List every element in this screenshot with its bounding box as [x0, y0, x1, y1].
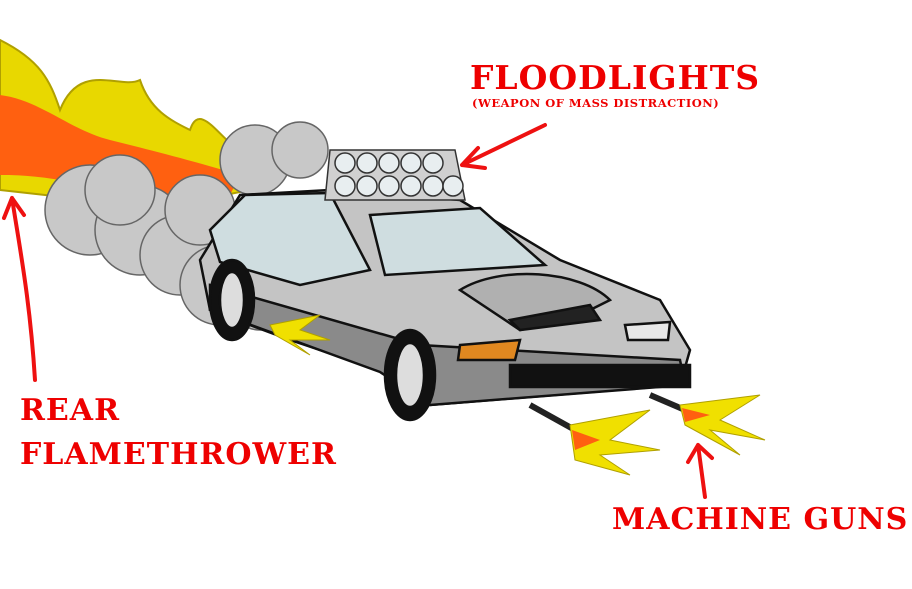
machine-guns [269, 314, 766, 476]
flamethrower-label: FLAMETHROWER [20, 437, 337, 472]
floodlights-label: FLOODLIGHTS [470, 58, 761, 97]
floodlight-rack [324, 149, 466, 201]
arrows [2, 123, 714, 499]
rear-label: REAR [20, 393, 121, 428]
car [198, 188, 692, 422]
rear-flame [0, 38, 252, 201]
machine-guns-label: MACHINE GUNS [612, 502, 909, 537]
floodlights-sublabel: (WEAPON OF MASS DISTRACTION) [472, 96, 720, 110]
